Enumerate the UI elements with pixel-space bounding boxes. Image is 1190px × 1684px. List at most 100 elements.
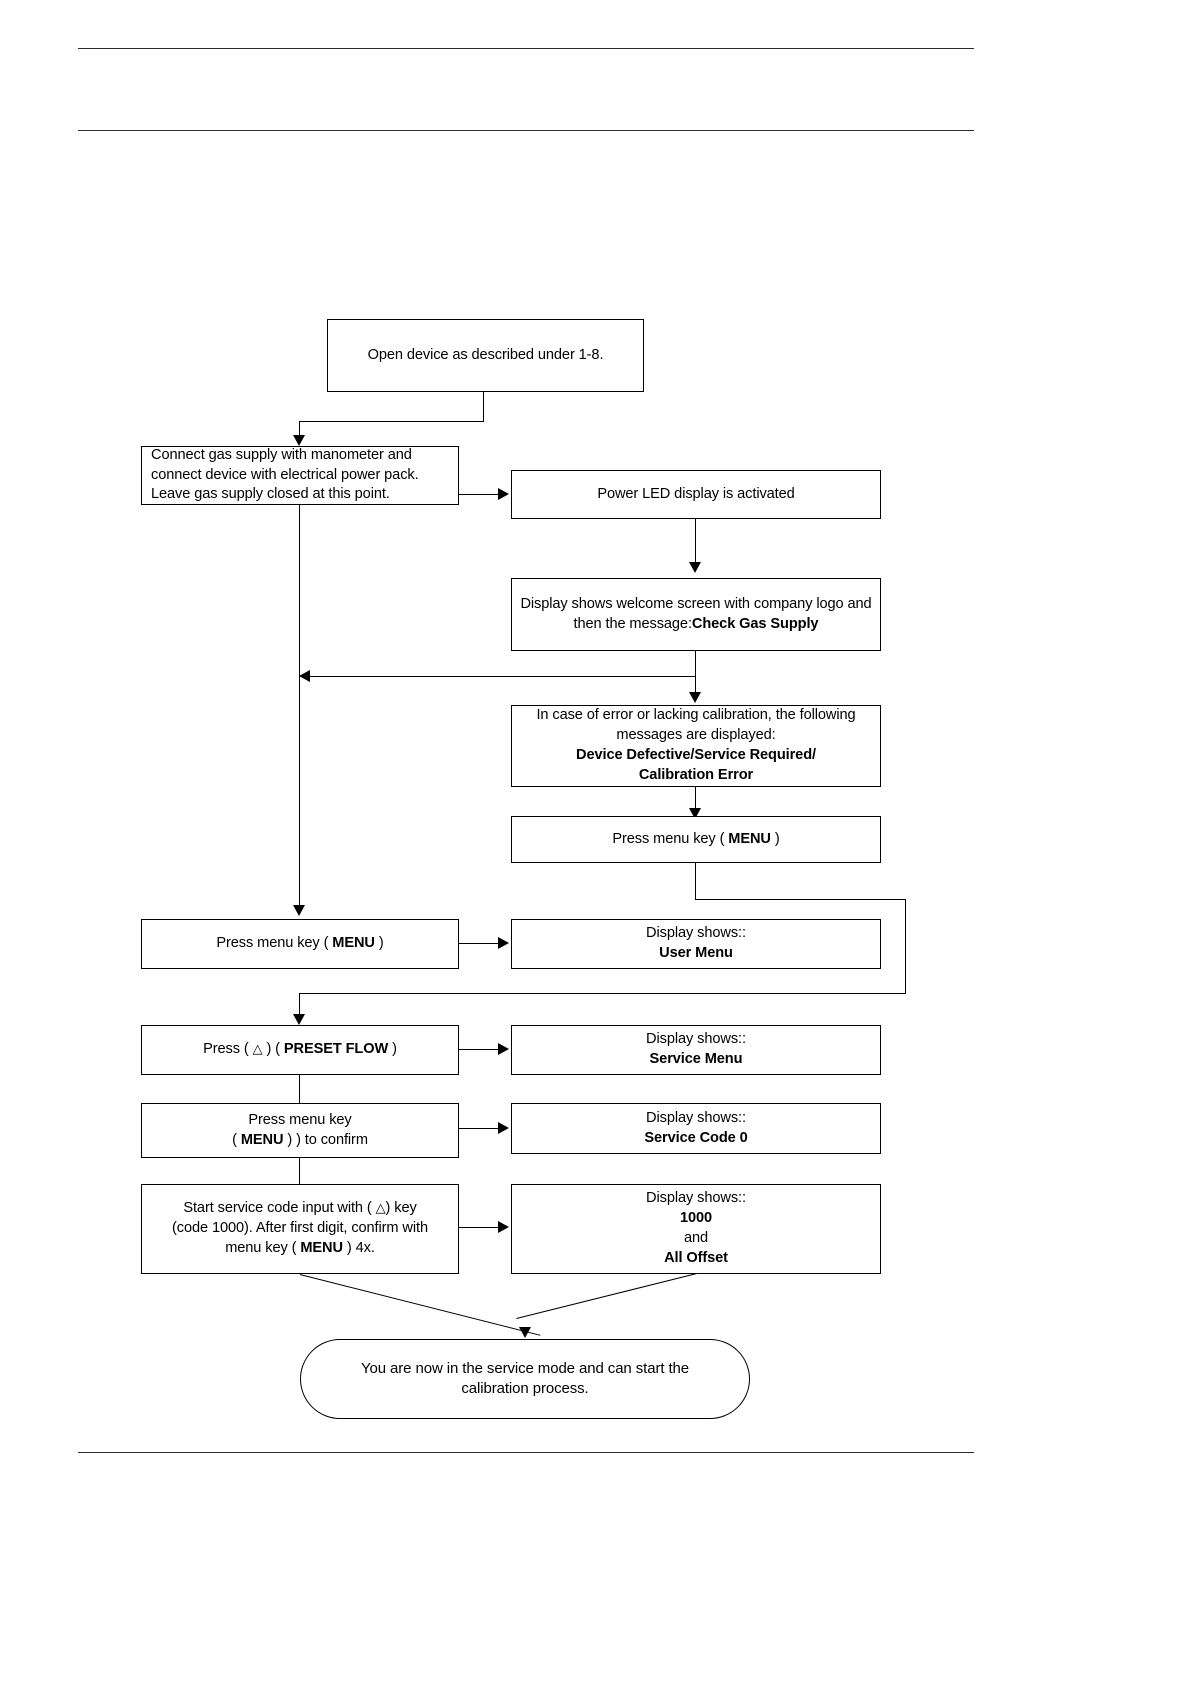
- all-offset-and: and: [683, 1230, 709, 1246]
- preset-flow-pre: Press (: [203, 1041, 253, 1058]
- flow-node-display-user-menu: Display shows:: User Menu: [511, 919, 881, 969]
- flow-node-display-service-code-text: Display shows:: Service Code 0: [520, 1109, 872, 1149]
- connector-feedback-to-left-column: [299, 676, 696, 678]
- service-code-line1-pre: Start service code input with (: [183, 1200, 376, 1217]
- service-code-line1-post: ) key: [385, 1200, 417, 1217]
- connector-n11-n12: [459, 1128, 500, 1130]
- flow-node-power-led-text: Power LED display is activated: [597, 485, 795, 502]
- arrowhead-n3-n4: [689, 562, 701, 573]
- preset-flow-bold: PRESET FLOW: [283, 1041, 389, 1058]
- flow-node-press-preset-flow: Press ( △ ) ( PRESET FLOW ): [141, 1025, 459, 1075]
- flow-node-display-service-menu: Display shows:: Service Menu: [511, 1025, 881, 1075]
- connector-n6-wrap-v2: [905, 899, 907, 994]
- all-offset-bold-1: 1000: [679, 1210, 713, 1227]
- arrowhead-n4-n5: [689, 692, 701, 703]
- arrowhead-n9-n10: [498, 1043, 509, 1055]
- triangle-up-icon-2: △: [375, 1200, 386, 1216]
- flow-node-open-device-text: Open device as described under 1-8.: [367, 346, 604, 363]
- connector-n9-n11: [299, 1075, 301, 1103]
- connector-n13-to-terminator: [299, 1274, 541, 1337]
- welcome-check-gas-supply: Check Gas Supply: [691, 615, 819, 632]
- connector-n1-n2-v2: [299, 421, 301, 440]
- service-code-line2: (code 1000). After first digit, confirm …: [172, 1220, 428, 1237]
- connect-gas-line-3: Leave gas supply closed at this point.: [151, 486, 390, 503]
- service-code-line3-bold: MENU: [300, 1239, 343, 1256]
- connector-n2-n3: [459, 494, 500, 496]
- arrowhead-feedback-left: [299, 670, 310, 682]
- flow-node-press-preset-flow-text: Press ( △ ) ( PRESET FLOW ): [150, 1040, 450, 1060]
- display-service-menu-bold: Service Menu: [649, 1051, 743, 1067]
- menu-confirm-bold: MENU: [240, 1131, 284, 1148]
- welcome-line-1: Display shows welcome screen with compan…: [520, 595, 872, 612]
- flow-node-display-service-code: Display shows:: Service Code 0: [511, 1103, 881, 1154]
- press-menu-1-pre: Press menu key (: [612, 830, 729, 847]
- service-code-line3-post: ) 4x.: [342, 1239, 375, 1256]
- press-menu-1-post: ): [770, 830, 780, 847]
- flow-node-welcome-screen-text: Display shows welcome screen with compan…: [520, 595, 872, 635]
- preset-flow-post: ): [388, 1041, 397, 1058]
- arrowhead-wrap-to-n9: [293, 1014, 305, 1025]
- connector-n6-wrap-h2: [299, 993, 906, 995]
- connector-n3-n4: [695, 519, 697, 567]
- arrowhead-n7-n8: [498, 937, 509, 949]
- flow-node-display-user-menu-text: Display shows:: User Menu: [520, 924, 872, 964]
- connector-left-column-vertical: [299, 505, 301, 909]
- arrowhead-n11-n12: [498, 1122, 509, 1134]
- press-menu-2-post: ): [374, 935, 384, 952]
- press-menu-1-bold: MENU: [728, 830, 771, 847]
- display-service-code-plain: Display shows::: [646, 1109, 746, 1126]
- arrowhead-n13-n14: [498, 1221, 509, 1233]
- page-top-rule: [78, 48, 974, 49]
- connector-n11-n13: [299, 1158, 301, 1184]
- display-service-menu-plain: Display shows::: [646, 1031, 746, 1048]
- all-offset-plain: Display shows::: [646, 1190, 746, 1207]
- error-line-2: messages are displayed:: [616, 727, 776, 744]
- press-menu-2-pre: Press menu key (: [216, 935, 333, 952]
- connect-gas-line-1: Connect gas supply with manometer and: [151, 446, 412, 463]
- flow-node-display-service-menu-text: Display shows:: Service Menu: [520, 1030, 872, 1070]
- connector-n6-wrap-v1: [695, 863, 697, 900]
- connector-n7-n8: [459, 943, 500, 945]
- flow-node-error-messages: In case of error or lacking calibration,…: [511, 705, 881, 787]
- arrowhead-n2-n3: [498, 488, 509, 500]
- triangle-up-icon: △: [252, 1041, 263, 1057]
- flow-node-start-service-code-input-text: Start service code input with ( △) key (…: [150, 1199, 450, 1259]
- connector-n5-n6: [695, 787, 697, 816]
- flow-node-power-led: Power LED display is activated: [511, 470, 881, 519]
- menu-confirm-pre: (: [232, 1131, 241, 1148]
- connector-n1-n2-v1: [483, 392, 485, 422]
- flow-node-display-all-offset-text: Display shows:: 1000 and All Offset: [520, 1189, 872, 1268]
- flow-node-open-device: Open device as described under 1-8.: [327, 319, 644, 392]
- terminator-line-2: calibration process.: [461, 1380, 589, 1397]
- display-user-menu-plain: Display shows::: [646, 925, 746, 942]
- flow-node-welcome-screen: Display shows welcome screen with compan…: [511, 578, 881, 651]
- connector-n14-to-terminator: [516, 1272, 697, 1319]
- terminator-line-1: You are now in the service mode and can …: [360, 1359, 690, 1377]
- connector-n13-n14: [459, 1227, 500, 1229]
- error-line-1: In case of error or lacking calibration,…: [536, 707, 856, 724]
- arrowhead-left-column-to-n7: [293, 905, 305, 916]
- page-header-rule: [78, 130, 974, 131]
- arrowhead-to-terminator: [519, 1327, 531, 1338]
- flow-node-press-menu-key-2: Press menu key ( MENU ): [141, 919, 459, 969]
- connector-n6-wrap-v3: [299, 993, 301, 1019]
- preset-flow-mid: ) (: [262, 1041, 284, 1058]
- flow-node-press-menu-key-2-text: Press menu key ( MENU ): [150, 934, 450, 954]
- connector-n9-n10: [459, 1049, 500, 1051]
- press-menu-2-bold: MENU: [332, 935, 375, 952]
- flow-node-connect-gas-supply-text: Connect gas supply with manometer and co…: [151, 446, 450, 506]
- flow-node-service-mode-terminator: You are now in the service mode and can …: [300, 1339, 750, 1419]
- flow-node-press-menu-key-1-text: Press menu key ( MENU ): [520, 830, 872, 850]
- flow-node-press-menu-key-1: Press menu key ( MENU ): [511, 816, 881, 863]
- connect-gas-line-2: connect device with electrical power pac…: [151, 466, 419, 483]
- flow-node-connect-gas-supply: Connect gas supply with manometer and co…: [141, 446, 459, 505]
- flow-node-press-menu-confirm: Press menu key ( MENU ) ) to confirm: [141, 1103, 459, 1158]
- page-footer-rule: [78, 1452, 974, 1453]
- welcome-line-2-plain: then the message:: [573, 615, 692, 632]
- connector-n6-wrap-h1: [695, 899, 906, 901]
- arrowhead-n5-n6: [689, 808, 701, 819]
- connector-n1-n2-h: [299, 421, 484, 423]
- arrowhead-n1-n2: [293, 435, 305, 446]
- flow-node-press-menu-confirm-text: Press menu key ( MENU ) ) to confirm: [150, 1111, 450, 1151]
- menu-confirm-line-1: Press menu key: [248, 1111, 352, 1128]
